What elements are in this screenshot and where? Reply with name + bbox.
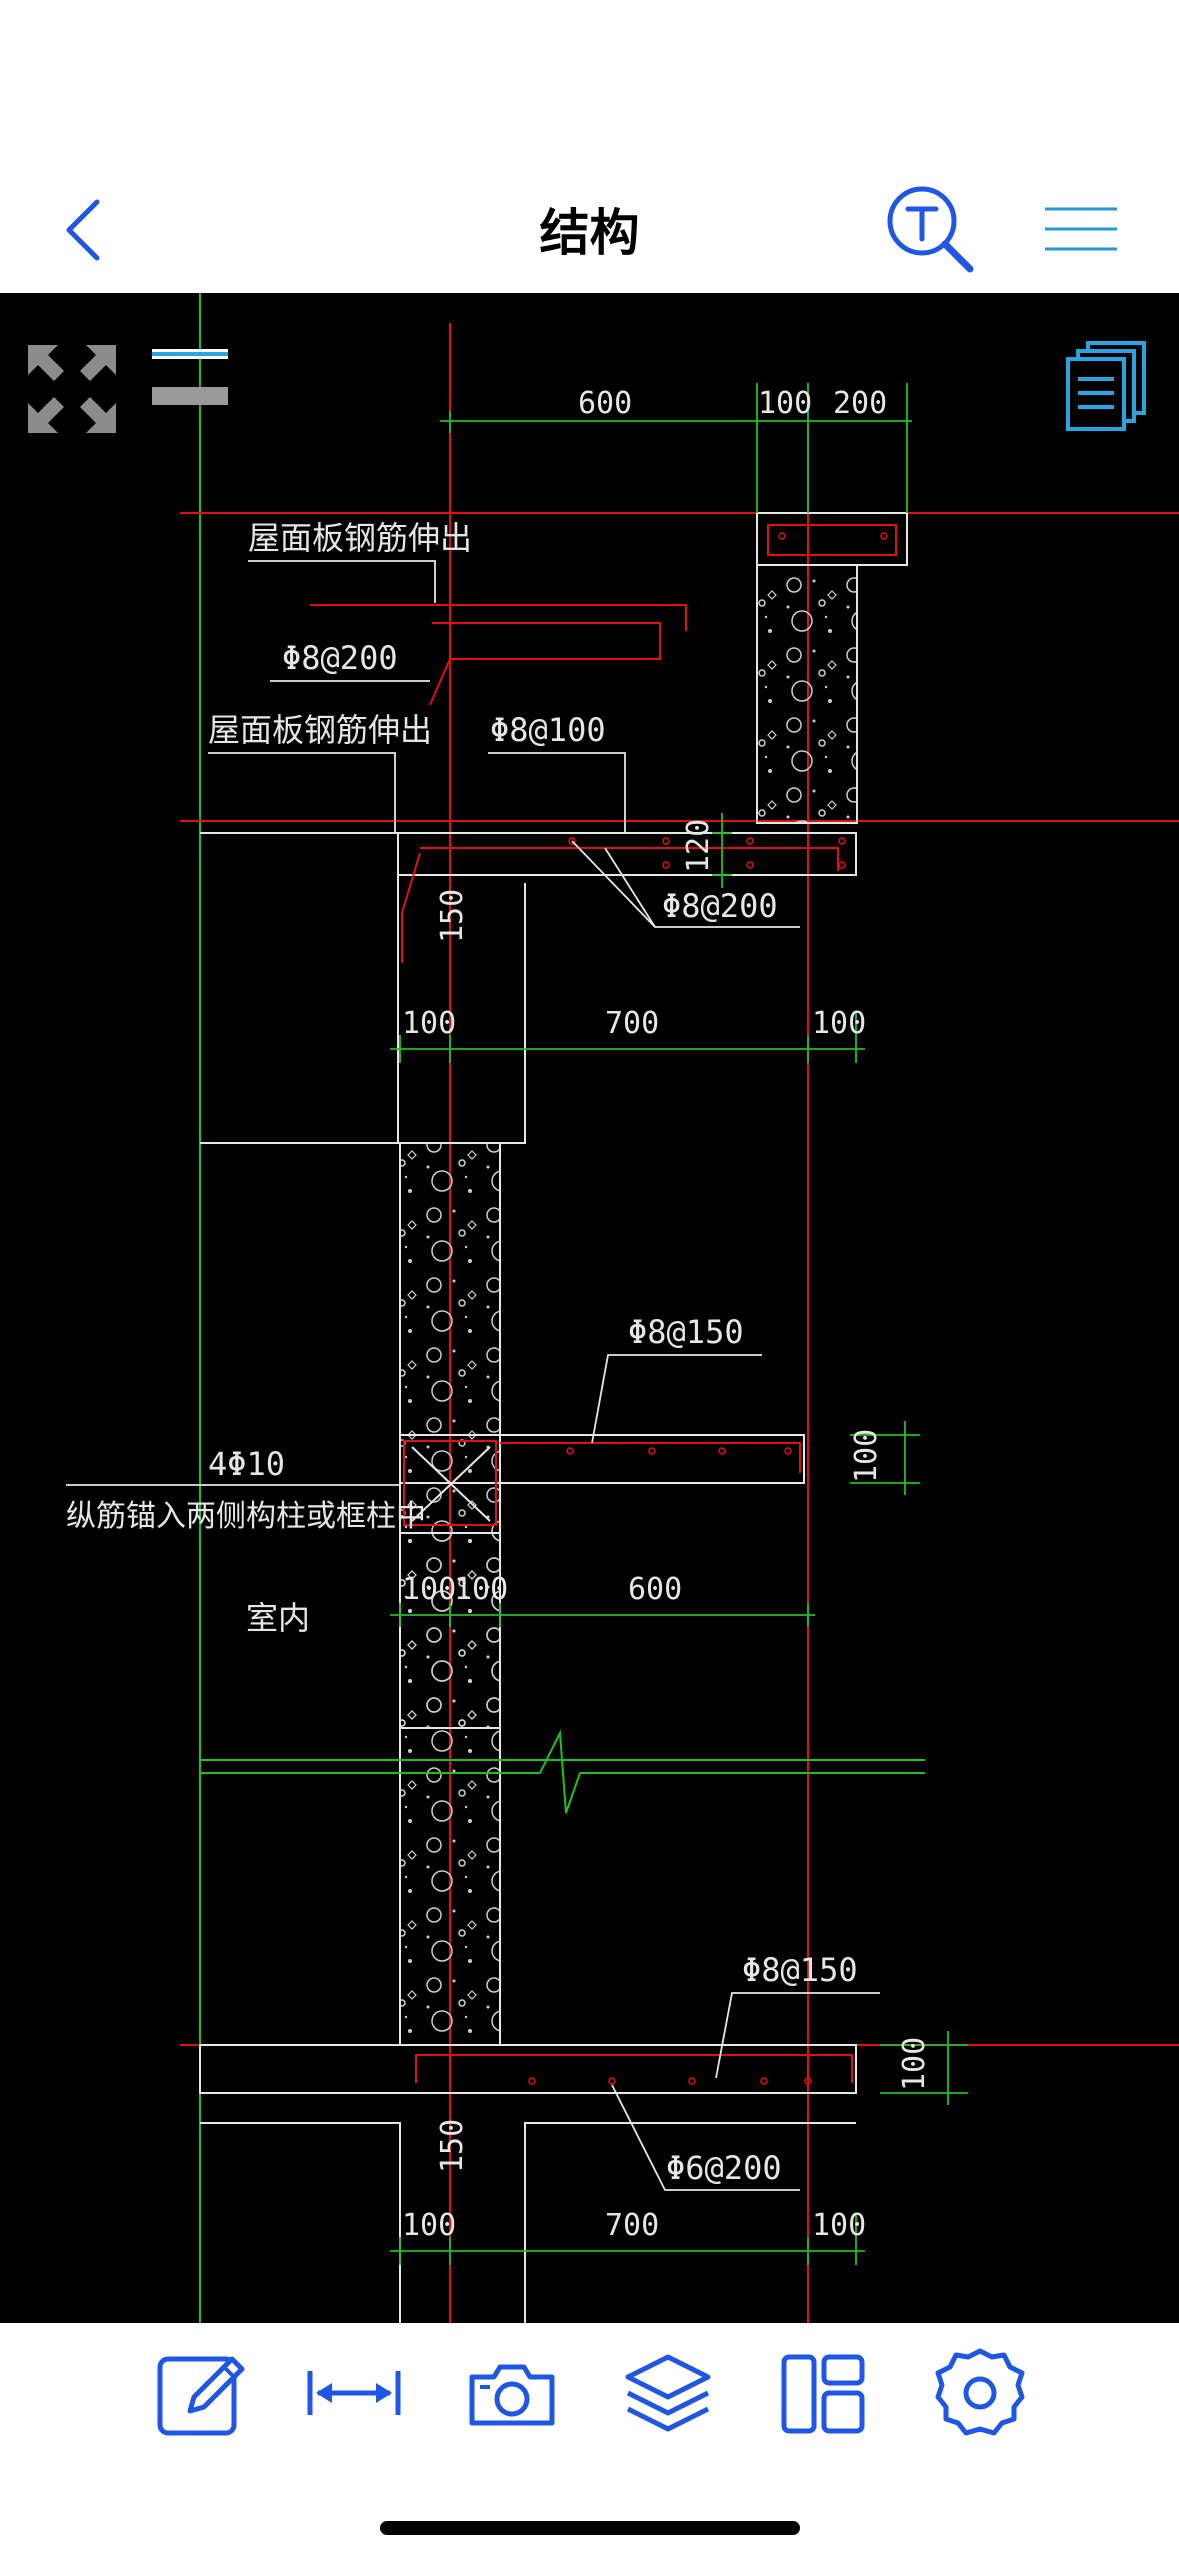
dim-mid-100-a: 100 (402, 1572, 456, 1607)
camera-icon (469, 2364, 555, 2426)
dim-upper-100-left: 100 (402, 1006, 456, 1041)
nav-bar: 结构 (0, 165, 1179, 293)
leader-lines (66, 560, 880, 2191)
lineweight-toggle[interactable] (148, 343, 232, 415)
dim-lower-100-right: 100 (812, 2208, 866, 2243)
page-title: 结构 (539, 204, 640, 262)
back-button[interactable] (40, 185, 130, 275)
label-phi8-100: Φ8@100 (490, 711, 606, 749)
label-phi8-200-a: Φ8@200 (282, 639, 398, 677)
rebar-dots (528, 532, 888, 2085)
camera-button[interactable] (462, 2343, 562, 2443)
lower-eave-slab (199, 2044, 857, 2094)
status-bar (0, 0, 1179, 165)
dim-mid-600: 600 (628, 1572, 682, 1607)
layout-panels-icon (781, 2354, 865, 2434)
dim-upper-100-right: 100 (812, 1006, 866, 1041)
layouts-button[interactable] (1062, 339, 1152, 435)
settings-button[interactable] (930, 2343, 1030, 2443)
break-line (200, 1729, 925, 1814)
dim-lower-100-left: 100 (402, 2208, 456, 2243)
ring-beam-rebar (403, 1440, 497, 1526)
dim-v-150-upper: 150 (435, 889, 470, 943)
hamburger-menu-icon (1045, 207, 1117, 251)
dim-top-200: 200 (833, 386, 887, 421)
edit-pencil-icon (157, 2356, 245, 2436)
layout-button[interactable] (774, 2343, 874, 2443)
dim-lower-700: 700 (605, 2208, 659, 2243)
fullscreen-button[interactable] (24, 341, 120, 437)
rebar-bend (429, 622, 661, 706)
settings-gear-icon (935, 2348, 1025, 2436)
label-phi8-150-b: Φ8@150 (742, 1951, 858, 1989)
text-search-icon (887, 186, 974, 273)
upper-eave-rebar (420, 847, 839, 871)
dim-upper-700: 700 (605, 1006, 659, 1041)
document-stack-icon (1066, 341, 1146, 431)
structural-drawing: 600 100 200 100 700 100 100 100 600 100 … (66, 293, 1179, 2323)
bottom-toolbar (0, 2323, 1179, 2556)
rebar-bend (310, 604, 687, 631)
home-indicator[interactable] (380, 2521, 800, 2535)
label-roof-rebar-2: 屋面板钢筋伸出 (208, 711, 432, 749)
label-phi8-200-b: Φ8@200 (662, 887, 778, 925)
layers-button[interactable] (618, 2343, 718, 2443)
dim-top-100: 100 (758, 386, 812, 421)
dim-v-150-lower: 150 (435, 2119, 470, 2173)
label-roof-rebar-1: 屋面板钢筋伸出 (248, 519, 472, 557)
dim-v-100-mid: 100 (849, 1429, 884, 1483)
text-search-button[interactable] (880, 179, 980, 279)
annotate-button[interactable] (150, 2343, 250, 2443)
upper-eave-slab (397, 832, 857, 876)
cad-drawing-canvas[interactable]: 600 100 200 100 700 100 100 100 600 100 … (0, 293, 1179, 2323)
upper-slab-outline (200, 832, 399, 1144)
dim-v-100-lower: 100 (897, 2037, 932, 2091)
chevron-left-icon (66, 199, 100, 261)
lineweight-icon (152, 349, 228, 405)
menu-button[interactable] (1035, 189, 1125, 269)
dim-v-120: 120 (681, 819, 716, 873)
measure-button[interactable] (304, 2343, 404, 2443)
lower-eave-rebar (415, 2054, 853, 2083)
parapet-cap-rebar (767, 524, 897, 556)
measure-distance-icon (307, 2371, 401, 2415)
expand-arrows-icon (28, 345, 116, 433)
dim-top-600: 600 (578, 386, 632, 421)
parapet-wall (756, 564, 858, 824)
label-phi6-200: Φ6@200 (666, 2149, 782, 2187)
dim-mid-100-b: 100 (454, 1572, 508, 1607)
dimension-lines (390, 383, 968, 2265)
label-phi8-150-a: Φ8@150 (628, 1313, 744, 1351)
layers-icon (625, 2354, 711, 2432)
label-four-phi10: 4Φ10 (208, 1445, 285, 1483)
label-indoor: 室内 (246, 1599, 310, 1637)
label-anchor-note: 纵筋锚入两侧构柱或框柱中 (66, 1499, 426, 1534)
